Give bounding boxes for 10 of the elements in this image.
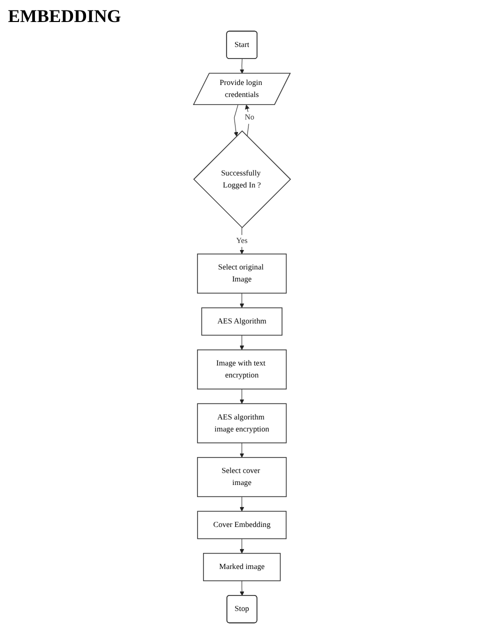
arrow [240,388,244,404]
arrow [240,496,244,512]
arrow [234,104,238,136]
diagram-title: EMBEDDING [8,6,122,27]
arrow [240,442,244,458]
arrow [240,334,244,350]
arrow [240,538,244,554]
arrow [240,292,244,308]
arrow [240,58,244,74]
arrow [240,580,244,596]
